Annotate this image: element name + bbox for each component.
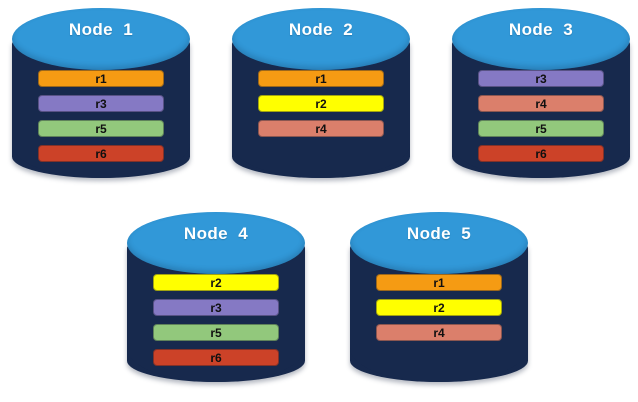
replica-label: r5 <box>210 325 222 340</box>
node-title: Node 2 <box>288 20 354 39</box>
cylinder-top-ellipse <box>127 212 305 274</box>
replica-list: r1 r2 r4 <box>376 274 502 349</box>
replica-list: r1 r2 r4 <box>258 70 384 145</box>
database-node-cylinder[interactable]: Node 5 r1 r2 r4 <box>350 212 528 395</box>
replica-bar[interactable]: r4 <box>258 120 384 137</box>
cylinder-top-ellipse <box>12 8 190 70</box>
replica-bar[interactable]: r1 <box>376 274 502 291</box>
replica-bar[interactable]: r6 <box>478 145 604 162</box>
replica-label: r6 <box>95 146 107 161</box>
replica-bar[interactable]: r2 <box>376 299 502 316</box>
cylinder-top-ellipse <box>232 8 410 70</box>
replica-list: r1 r3 r5 r6 <box>38 70 164 170</box>
replica-label: r3 <box>95 96 107 111</box>
replica-bar[interactable]: r3 <box>478 70 604 87</box>
replica-label: r3 <box>210 300 222 315</box>
replica-label: r2 <box>210 275 222 290</box>
replica-label: r5 <box>535 121 547 136</box>
replica-bar[interactable]: r3 <box>38 95 164 112</box>
replica-bar[interactable]: r5 <box>153 324 279 341</box>
replica-bar[interactable]: r5 <box>478 120 604 137</box>
database-node-cylinder[interactable]: Node 1 r1 r3 r5 r6 <box>12 8 190 191</box>
replica-label: r1 <box>95 71 107 86</box>
node-title: Node 3 <box>508 20 574 39</box>
node-title: Node 4 <box>183 224 249 243</box>
replica-bar[interactable]: r2 <box>153 274 279 291</box>
replica-label: r5 <box>95 121 107 136</box>
replica-label: r2 <box>433 300 445 315</box>
database-node-cylinder[interactable]: Node 2 r1 r2 r4 <box>232 8 410 191</box>
replica-bar[interactable]: r4 <box>376 324 502 341</box>
replica-label: r1 <box>315 71 327 86</box>
replica-bar[interactable]: r6 <box>153 349 279 366</box>
replica-list: r3 r4 r5 r6 <box>478 70 604 170</box>
replica-bar[interactable]: r6 <box>38 145 164 162</box>
replica-label: r4 <box>535 96 547 111</box>
replica-bar[interactable]: r3 <box>153 299 279 316</box>
node-title: Node 5 <box>406 224 472 243</box>
replica-label: r4 <box>433 325 445 340</box>
replica-label: r6 <box>210 350 222 365</box>
replica-label: r4 <box>315 121 327 136</box>
database-node-cylinder[interactable]: Node 3 r3 r4 r5 r6 <box>452 8 630 191</box>
replica-label: r2 <box>315 96 327 111</box>
replica-bar[interactable]: r1 <box>258 70 384 87</box>
replica-label: r3 <box>535 71 547 86</box>
replica-bar[interactable]: r2 <box>258 95 384 112</box>
node-title: Node 1 <box>68 20 134 39</box>
replica-bar[interactable]: r1 <box>38 70 164 87</box>
replica-label: r1 <box>433 275 445 290</box>
replica-label: r6 <box>535 146 547 161</box>
replica-list: r2 r3 r5 r6 <box>153 274 279 374</box>
cylinder-top-ellipse <box>452 8 630 70</box>
replica-bar[interactable]: r4 <box>478 95 604 112</box>
database-node-cylinder[interactable]: Node 4 r2 r3 r5 r6 <box>127 212 305 395</box>
replica-bar[interactable]: r5 <box>38 120 164 137</box>
cylinder-top-ellipse <box>350 212 528 274</box>
